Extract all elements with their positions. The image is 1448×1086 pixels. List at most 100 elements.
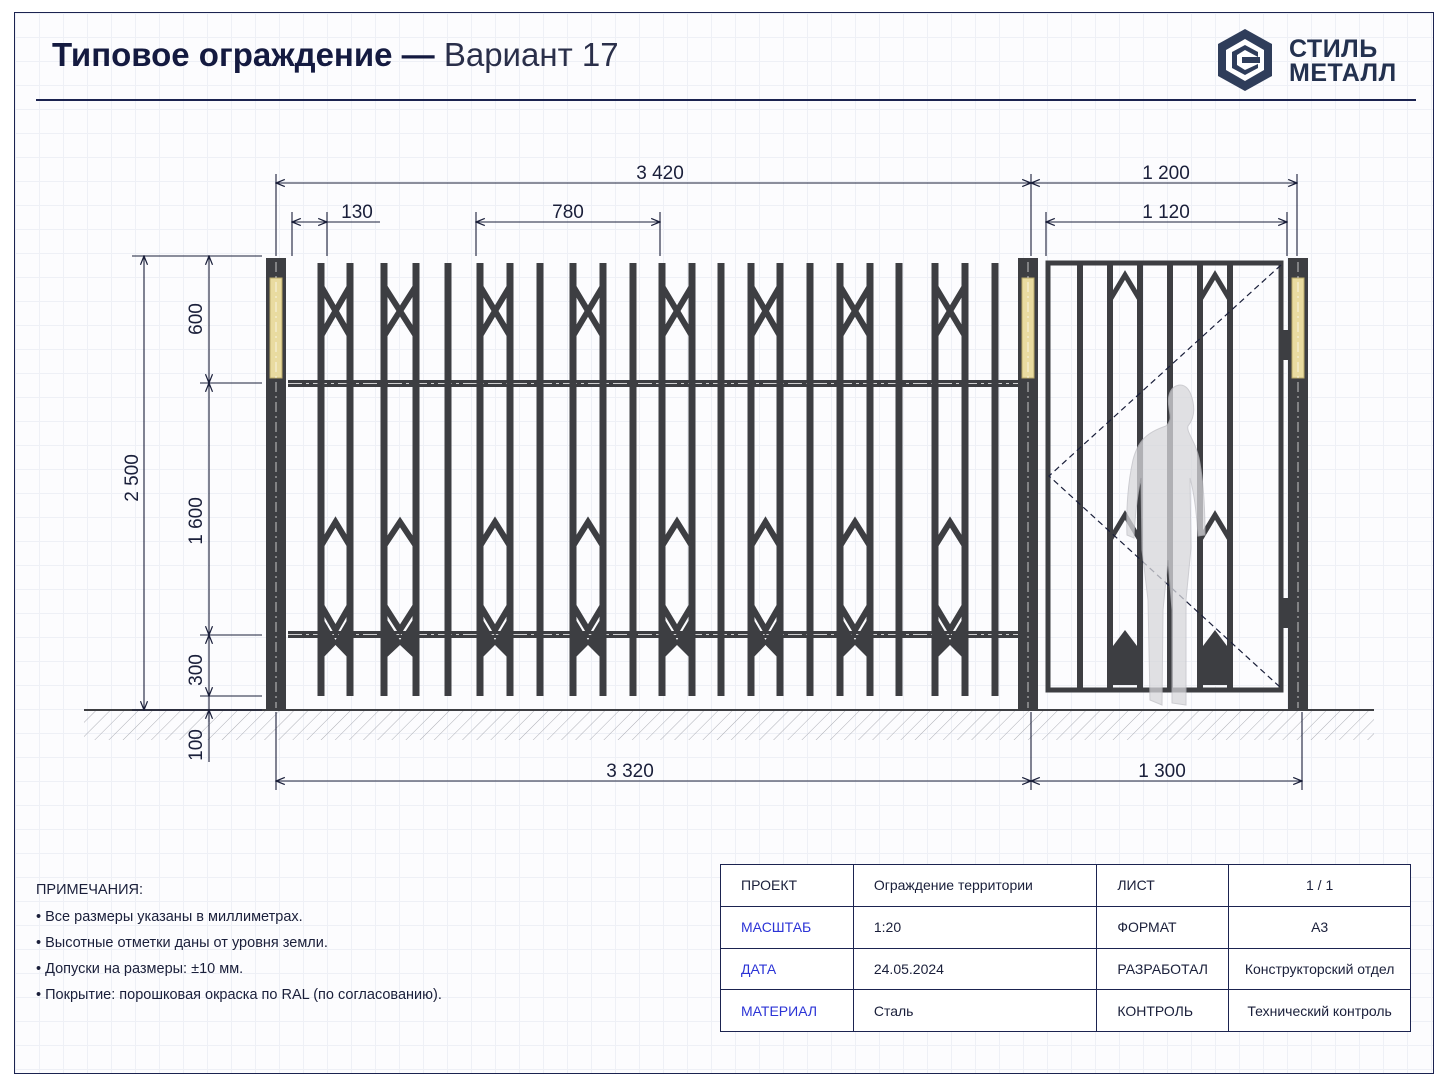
title-block: ПРОЕКТ Ограждение территории ЛИСТ 1 / 1 …: [720, 864, 1411, 1032]
tb-value-date: 24.05.2024: [852, 947, 1098, 991]
ornament-top-inv-v: [381, 305, 419, 339]
post-right: [1288, 258, 1308, 710]
note-item: • Все размеры указаны в миллиметрах.: [36, 909, 303, 925]
title-block-row: МАТЕРИАЛ Сталь КОНТРОЛЬ Технический конт…: [720, 989, 1411, 1032]
ornament-base-block: [840, 615, 870, 660]
page-title: Типовое ограждение — Вариант 17: [52, 36, 619, 74]
tb-label-date: ДАТА: [720, 947, 854, 991]
logo-line-2: МЕТАЛЛ: [1289, 59, 1397, 87]
ornament-top-inv-v: [318, 305, 353, 339]
header-rule: [36, 99, 1416, 101]
ornament-mid-v: [932, 516, 968, 549]
note-item: • Покрытие: порошковая окраска по RAL (п…: [36, 987, 442, 1003]
dim-height-upper: 600: [186, 303, 207, 335]
picket: [506, 263, 514, 696]
dim-below-ground: 100: [186, 729, 207, 761]
tb-value-format: А3: [1228, 905, 1411, 949]
dim-total-bottom: 3 320: [606, 761, 654, 782]
ornament-top-inv-v: [659, 305, 695, 339]
ornament-low-v: [932, 602, 968, 636]
tb-value-developer: Конструкторский отдел: [1228, 947, 1411, 991]
note-item: • Высотные отметки даны от уровня земли.: [36, 935, 328, 951]
dim-section-pitch: 780: [552, 202, 584, 223]
tb-label-sheet: ЛИСТ: [1096, 864, 1230, 907]
ornament-mid-v: [837, 516, 873, 549]
tb-value-project: Ограждение территории: [852, 864, 1098, 907]
dim-total-top: 3 420: [636, 163, 684, 184]
dimensions: [132, 174, 1302, 790]
gate-ornament: [1107, 270, 1143, 302]
picket: [866, 263, 874, 696]
logo-line-1: СТИЛЬ: [1289, 35, 1378, 63]
picket-ornament: [659, 283, 695, 660]
picket: [991, 263, 999, 696]
ornament-low-v: [837, 602, 873, 636]
ornament-mid-v: [748, 516, 783, 549]
picket: [776, 263, 784, 696]
note-item: • Допуски на размеры: ±10 мм.: [36, 961, 244, 977]
ornament-base-block: [751, 615, 780, 660]
ornament-low-v: [381, 602, 419, 636]
ornament-mid-v: [381, 516, 419, 549]
picket: [380, 263, 388, 696]
gate-ornament: [1107, 510, 1143, 542]
ornament-top-inv-v: [837, 305, 873, 339]
title-variant: Вариант 17: [443, 36, 619, 73]
ornament-mid-v: [318, 516, 353, 549]
picket-ornament: [932, 283, 968, 660]
ornament-base-block: [935, 615, 965, 660]
picket: [412, 263, 420, 696]
ornament-low-v: [570, 602, 606, 636]
title-block-row: МАСШТАБ 1:20 ФОРМАТ А3: [720, 905, 1411, 949]
tb-value-sheet: 1 / 1: [1228, 864, 1411, 907]
picket: [717, 263, 725, 696]
gate-ornament-block: [1110, 630, 1140, 685]
gate-bar: [1077, 263, 1083, 690]
dimension-labels: 3 420 1 200 130 780 1 120 3 320 1 300 2 …: [122, 163, 1190, 782]
dim-gate-inner: 1 120: [1142, 202, 1190, 223]
picket: [688, 263, 696, 696]
ornament-mid-v: [659, 516, 695, 549]
picket: [931, 263, 939, 696]
tb-value-control: Технический контроль: [1228, 989, 1411, 1032]
gate-ornament-block: [1200, 630, 1230, 685]
gate-hinge-bottom: [1281, 598, 1290, 628]
ornament-mid-v: [570, 516, 606, 549]
notes-block: ПРИМЕЧАНИЯ: • Все размеры указаны в милл…: [36, 882, 442, 1013]
tb-value-material: Сталь: [852, 989, 1098, 1032]
picket: [536, 263, 544, 696]
picket: [961, 263, 969, 696]
picket-ornament: [748, 283, 783, 660]
gate-bar: [1227, 263, 1233, 690]
ornament-low-v: [659, 602, 695, 636]
tb-label-project: ПРОЕКТ: [720, 864, 854, 907]
picket: [569, 263, 577, 696]
gate-swing-lines: [1048, 264, 1282, 689]
ornament-base-block: [662, 615, 692, 660]
dim-height-lower: 300: [186, 654, 207, 686]
picket: [806, 263, 814, 696]
picket: [599, 263, 607, 696]
gate: [1045, 260, 1290, 706]
ground-hatch: [84, 710, 1374, 740]
post-left: [266, 258, 286, 710]
picket: [836, 263, 844, 696]
tb-label-control: КОНТРОЛЬ: [1096, 989, 1230, 1032]
ornament-base-block: [384, 615, 416, 660]
ornament-base-block: [573, 615, 603, 660]
dim-gate-top: 1 200: [1142, 163, 1190, 184]
fence-section: [266, 258, 1308, 710]
company-logo-icon: [1218, 29, 1272, 91]
ornament-mid-v: [477, 516, 513, 549]
ornament-top-inv-v: [748, 305, 783, 339]
dim-height-middle: 1 600: [186, 497, 207, 545]
top-rail: [288, 380, 1020, 387]
logo-text: СТИЛЬ МЕТАЛЛ: [1289, 35, 1397, 87]
picket-ornament: [837, 283, 873, 660]
gate-ornament: [1197, 270, 1233, 302]
person-silhouette: [1126, 384, 1206, 706]
tb-label-material: МАТЕРИАЛ: [720, 989, 854, 1032]
tb-label-scale: МАСШТАБ: [720, 905, 854, 949]
notes-heading: ПРИМЕЧАНИЯ:: [36, 882, 143, 898]
